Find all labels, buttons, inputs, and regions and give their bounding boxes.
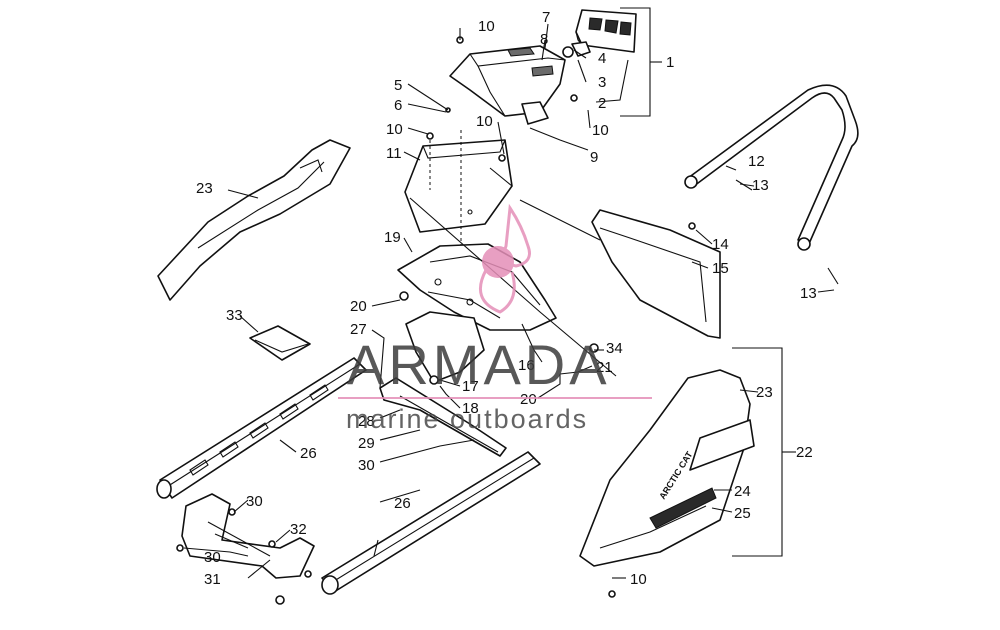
callout-34: 34 [606, 340, 623, 357]
small-flap [405, 311, 485, 383]
callout-9: 9 [590, 149, 598, 166]
right-rail [321, 451, 541, 595]
callout-26: 26 [394, 495, 411, 512]
hitch-bracket [181, 493, 315, 579]
callout-7: 7 [542, 9, 550, 26]
left-mud-guard [157, 139, 351, 301]
callout-20: 20 [350, 298, 367, 315]
callout-1: 1 [666, 54, 674, 71]
callout-13: 13 [800, 285, 817, 302]
callout-8: 8 [540, 31, 548, 48]
callout-11: 11 [386, 145, 402, 162]
callout-15: 15 [712, 260, 729, 277]
mud-flap-bracket [404, 139, 513, 233]
leader-lines [183, 7, 835, 579]
callout-32: 32 [290, 521, 307, 538]
bulb-socket [562, 41, 591, 58]
callout-18: 18 [462, 400, 479, 417]
callout-10: 10 [386, 121, 403, 138]
watermark: ARMADA marine outboards [338, 203, 652, 434]
callout-5: 5 [394, 77, 402, 94]
callout-27: 27 [350, 321, 367, 338]
callout-19: 19 [384, 229, 401, 246]
callout-13: 13 [752, 177, 769, 194]
callout-20: 20 [520, 391, 537, 408]
callout-labels: 10 7 8 4 3 2 1 10 9 5 6 10 10 11 12 13 1… [196, 9, 817, 588]
callout-10: 10 [476, 113, 493, 130]
callout-30: 30 [246, 493, 263, 510]
callout-12: 12 [748, 153, 765, 170]
callout-33: 33 [226, 307, 243, 324]
callout-10: 10 [592, 122, 609, 139]
callout-16: 16 [518, 357, 535, 374]
callout-22: 22 [796, 444, 813, 461]
callout-30: 30 [358, 457, 375, 474]
callout-3: 3 [598, 74, 606, 91]
callout-2: 2 [598, 95, 606, 112]
taillight-housing [449, 45, 566, 125]
callout-10: 10 [478, 18, 495, 35]
rear-pad [249, 325, 311, 361]
taillight-lens [575, 9, 637, 53]
callout-17: 17 [462, 378, 479, 395]
left-rail [156, 357, 367, 499]
callout-23: 23 [196, 180, 213, 197]
callout-6: 6 [394, 97, 402, 114]
callout-26: 26 [300, 445, 317, 462]
callout-14: 14 [712, 236, 729, 253]
callout-31: 31 [204, 571, 221, 588]
watermark-title: ARMADA [347, 333, 611, 396]
callout-30: 30 [204, 549, 221, 566]
callout-21: 21 [596, 359, 613, 376]
watermark-subtitle: marine outboards [346, 404, 588, 434]
rear-grab-bar [684, 84, 859, 251]
side-panel [591, 209, 721, 339]
callout-29: 29 [358, 435, 375, 452]
callout-23: 23 [756, 384, 773, 401]
watermark-logo [478, 203, 531, 314]
callout-10: 10 [630, 571, 647, 588]
callout-24: 24 [734, 483, 751, 500]
right-side-panel: ARCTIC CAT [579, 369, 755, 567]
callout-28: 28 [358, 413, 375, 430]
callout-25: 25 [734, 505, 751, 522]
callout-4: 4 [598, 50, 606, 67]
